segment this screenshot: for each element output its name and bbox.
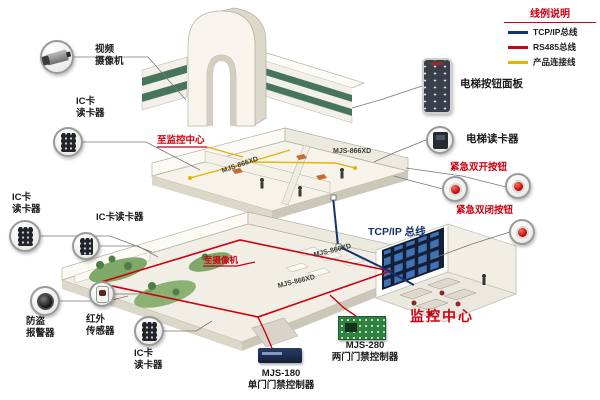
emergency-open-button-icon [442, 176, 468, 202]
product-line-floor [189, 161, 356, 179]
middle-floor [150, 127, 410, 220]
to-camera-label: 至摄像机 [204, 255, 239, 265]
elevator-button-panel-label: 电梯按钮面板 [460, 78, 523, 90]
emergency-close-button-icon [509, 219, 535, 245]
siren-glyph [36, 292, 54, 310]
elevator-card-reader-icon [426, 126, 454, 154]
legend: 线例说明 TCP/IP总线 RS485总线 产品连接线 [504, 5, 596, 71]
rs485-branch-mjs280 [329, 294, 357, 317]
keypad-glyph [141, 321, 157, 341]
rs485-line-swatch [508, 45, 528, 49]
keypad-glyph [60, 132, 76, 152]
ic-reader-top-label: IC卡 读卡器 [76, 96, 105, 119]
ic-reader-top-icon [53, 127, 83, 157]
legend-label-tcpip: TCP/IP总线 [533, 27, 578, 37]
infrared-sensor-label: 红外 传感器 [86, 314, 115, 337]
monitor-wall [382, 227, 444, 290]
mjs-280-controller-label: MJS-280 两门门禁控制器 [331, 340, 399, 363]
legend-label-rs485: RS485总线 [533, 42, 576, 52]
ic-reader-mid-icon [72, 232, 100, 260]
tcpip-junction-box [335, 243, 342, 250]
mjs-866xd-label: MJS-866XD [333, 148, 372, 155]
monitoring-center-label: 监控中心 [410, 308, 474, 324]
ic-reader-mid-label: IC卡读卡器 [96, 212, 144, 223]
legend-title: 线例说明 [504, 5, 596, 23]
tcpip-bus-line [332, 196, 415, 286]
red-button-glyph [515, 225, 529, 239]
burglar-alarm-icon [30, 286, 60, 316]
device-leader-lines [41, 56, 511, 332]
tcpip-bus-label: TCP/IP 总线 [368, 226, 426, 238]
to-monitoring-center-label: 至监控中心 [157, 135, 205, 146]
video-camera-label: 视频 摄像机 [95, 44, 124, 67]
ic-reader-bottom-icon [134, 316, 164, 346]
red-button-glyph [511, 179, 525, 193]
elevator-button-panel-icon [422, 58, 452, 114]
monitoring-center-room [374, 223, 518, 323]
ir-glyph [95, 285, 109, 303]
emergency-close-button-label: 紧急双闭按钮 [456, 205, 514, 216]
infrared-sensor-icon [89, 281, 115, 307]
product-line-node [353, 166, 357, 170]
building-top [141, 7, 366, 127]
elevator-card-reader-label: 电梯读卡器 [466, 133, 519, 145]
keypad-glyph [17, 226, 33, 246]
emergency-open-button-label: 紧急双开按钮 [450, 162, 508, 173]
keypad-glyph [79, 237, 93, 255]
to-camera-connector [236, 261, 256, 267]
mjs-180-controller-label: MJS-180 单门门禁控制器 [247, 368, 315, 391]
camera-glyph [44, 48, 70, 66]
red-button-glyph [448, 182, 462, 196]
emergency-open-button-icon [505, 173, 531, 199]
product-line-node [188, 176, 192, 180]
product-line-to-monitoring-label [206, 146, 244, 158]
rs485-branch-mjs180 [257, 316, 273, 349]
legend-item-rs485: RS485总线 [508, 41, 596, 53]
product-line-branch [249, 149, 291, 163]
ic-reader-left-icon [9, 220, 41, 252]
legend-label-product: 产品连接线 [533, 57, 576, 67]
tcpip-junction-box [330, 194, 337, 201]
legend-item-product: 产品连接线 [508, 56, 596, 68]
legend-item-tcpip: TCP/IP总线 [508, 26, 596, 38]
video-camera-icon [40, 40, 74, 74]
burglar-alarm-label: 防盗 报警器 [26, 316, 55, 339]
mjs-180-controller-icon [258, 348, 302, 363]
ic-reader-bottom-label: IC卡 读卡器 [134, 348, 163, 371]
product-line-swatch [508, 60, 528, 64]
ic-reader-left-label: IC卡 读卡器 [12, 192, 41, 215]
reader-glyph [432, 131, 448, 149]
tcpip-line-swatch [508, 30, 528, 34]
mjs-280-controller-icon [338, 316, 386, 340]
